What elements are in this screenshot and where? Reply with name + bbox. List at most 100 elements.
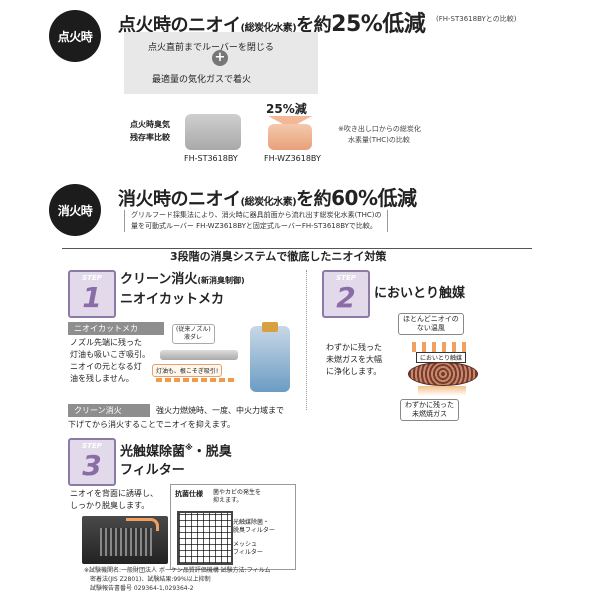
plus-icon: + xyxy=(212,50,228,66)
filter-label-2: メッシュ フィルター xyxy=(233,541,263,557)
extinguish-title-mid: を約 xyxy=(296,189,332,210)
filter-label-1: 光触媒除菌・ 脱臭フィルター xyxy=(233,519,275,535)
nozzle-label-1: (従来ノズル) xyxy=(176,326,211,333)
catalyst-top-bubble: ほとんどニオイの ない温風 xyxy=(398,313,464,335)
system-header-rule xyxy=(62,248,532,249)
antibac-desc: 菌やカビの発生を 抑えます。 xyxy=(213,489,261,505)
new-model-bar xyxy=(268,124,312,150)
ratio-label: 点火時臭気 残存率比較 xyxy=(130,118,170,144)
old-model-bar xyxy=(185,114,241,150)
step3-title-2: フィルター xyxy=(120,463,185,479)
nozzle-label-2: 液ダレ xyxy=(184,334,203,341)
step1-tag-clean: クリーン消火 xyxy=(68,404,150,417)
odor-arrow-icon xyxy=(126,518,159,531)
ignition-title-mid: を約 xyxy=(296,15,332,36)
step1-title: クリーン消火(新消臭制御) ニオイカットメカ xyxy=(120,270,245,309)
antibac-tag: 抗菌仕様 xyxy=(175,490,203,498)
warm-air-arrows-icon xyxy=(412,342,472,352)
heater-image xyxy=(82,516,168,564)
catalyst-mesh-icon xyxy=(408,362,478,386)
ratio-label-line2: 残存率比較 xyxy=(130,133,170,142)
filter-label-1b: 脱臭フィルター xyxy=(233,527,275,534)
step2-desc-3: に浄化します。 xyxy=(326,367,382,376)
new-model-name: FH-WZ3618BY xyxy=(264,154,321,163)
ignition-footnote: ※吹き出し口からの総炭化 水素量(THC)の比較 xyxy=(338,124,421,146)
ignition-method-line2: 最適量の気化ガスで着火 xyxy=(152,75,252,85)
step1-desc-4: 油を残しません。 xyxy=(70,374,134,383)
catalyst-bottom-bubble-1: わずかに残った xyxy=(405,401,454,409)
tank-icon xyxy=(250,326,290,392)
ignition-title-small: (総炭化水素) xyxy=(240,23,297,34)
antibac-desc-2: 抑えます。 xyxy=(213,497,243,504)
ignition-title: 点火時のニオイ(総炭化水素)を約25%低減 xyxy=(118,6,426,38)
flame-icon xyxy=(418,386,466,396)
filter-label-2a: メッシュ xyxy=(233,541,258,548)
step1-badge: STEP 1 xyxy=(68,270,116,318)
catalyst-bottom-bubble-2: 未燃焼ガス xyxy=(412,410,447,418)
step1-label: STEP xyxy=(82,274,102,282)
filter-panel: 抗菌仕様 菌やカビの発生を 抑えます。 光触媒除菌・ 脱臭フィルター メッシュ … xyxy=(170,484,296,570)
step1-title-2: ニオイカットメカ xyxy=(120,292,225,307)
step1-tag-nioi: ニオイカットメカ xyxy=(68,322,164,335)
step3-desc-1: ニオイを背面に誘導し、 xyxy=(70,489,158,498)
column-divider xyxy=(306,270,307,410)
heater-grille-icon xyxy=(100,528,152,556)
extinguish-title-pre: 消火時のニオイ xyxy=(118,189,241,210)
step2-label: STEP xyxy=(336,274,356,282)
ratio-label-line1: 点火時臭気 xyxy=(130,120,170,129)
step3-label: STEP xyxy=(82,442,102,450)
step2-number: 2 xyxy=(336,281,356,314)
step1-desc-3: ニオイの元となる灯 xyxy=(70,362,142,371)
filter-grid-icon xyxy=(177,511,233,565)
system-header: 3段階の消臭システムで徹底したニオイ対策 xyxy=(170,250,387,263)
step3-title: 光触媒除菌※・脱臭 フィルター xyxy=(120,438,232,480)
nozzle-diagram: (従来ノズル) 液ダレ 灯油も、根こそぎ吸引! xyxy=(152,322,298,398)
ignition-method-box: 点火直前までルーバーを閉じる + 最適量の気化ガスで着火 xyxy=(124,32,318,94)
step2-desc-1: わずかに残った xyxy=(326,343,382,352)
step3-title-1-post: ・脱臭 xyxy=(192,444,232,460)
step1-title-1-small: (新消臭制御) xyxy=(197,276,245,285)
antibac-desc-1: 菌やカビの発生を xyxy=(213,489,262,496)
ignition-badge: 点火時 xyxy=(49,10,101,62)
extinguish-title-big: 60%低減 xyxy=(331,186,417,210)
nozzle-tube xyxy=(160,350,238,360)
catalyst-bottom-bubble: わずかに残った 未燃焼ガス xyxy=(400,399,459,421)
test-footnote: ※試験機関名:一般財団法人 ボーケン品質評価機構 試験方法:フィルム 密着法(J… xyxy=(84,566,270,593)
extinguish-note: グリルフード採集法により、消火時に器具前面から流れ出す総炭化水素(THC)の 量… xyxy=(124,210,389,232)
extinguish-badge-text: 消火時 xyxy=(57,203,93,218)
suction-label: 灯油も、根こそぎ吸引! xyxy=(152,364,223,377)
step3-title-sup: ※ xyxy=(185,443,193,452)
extinguish-note-2: 量を可動式ルーバー FH-WZ3618BYと固定式ルーバーFH-ST3618BY… xyxy=(131,222,377,230)
step1-desc-2: 灯油も吸いこぎ吸引。 xyxy=(70,350,150,359)
step1-number: 1 xyxy=(82,281,102,314)
step3-desc: ニオイを背面に誘導し、 しっかり脱臭します。 xyxy=(70,488,158,512)
ignition-title-big: 25%低減 xyxy=(331,12,426,37)
extinguish-note-1: グリルフード採集法により、消火時に器具前面から流れ出す総炭化水素(THC)の xyxy=(131,211,382,219)
step3-desc-2: しっかり脱臭します。 xyxy=(70,501,150,510)
step2-badge: STEP 2 xyxy=(322,270,370,318)
step1-desc2-1: 強火力燃焼時、一度、中火力域まで xyxy=(156,406,284,415)
catalyst-top-bubble-1: ほとんどニオイの xyxy=(403,315,459,323)
test-footnote-3: 試験報告書番号 029364-1,029364-2 xyxy=(90,585,194,592)
step2-desc-2: 未燃ガスを大幅 xyxy=(326,355,382,364)
test-footnote-1: ※試験機関名:一般財団法人 ボーケン品質評価機構 試験方法:フィルム xyxy=(84,567,271,574)
extinguish-title: 消火時のニオイ(総炭化水素)を約60%低減 xyxy=(118,182,417,211)
ignition-method-line1: 点火直前までルーバーを閉じる xyxy=(148,43,274,53)
ignition-title-pre: 点火時のニオイ xyxy=(118,15,241,36)
reduction-label: 25%減 xyxy=(266,102,307,116)
step2-desc: わずかに残った 未燃ガスを大幅 に浄化します。 xyxy=(326,342,382,378)
extinguish-title-small: (総炭化水素) xyxy=(240,197,297,208)
step1-desc: ノズル先端に残った 灯油も吸いこぎ吸引。 ニオイの元となる灯 油を残しません。 xyxy=(70,337,150,385)
filter-label-1a: 光触媒除菌・ xyxy=(233,519,270,526)
step3-badge: STEP 3 xyxy=(68,438,116,486)
ignition-footnote-1: ※吹き出し口からの総炭化 xyxy=(338,125,421,133)
plus-icon-glyph: + xyxy=(214,50,226,65)
ignition-compare-note: (FH-ST3618BYとの比較) xyxy=(436,15,517,23)
ignition-footnote-2: 水素量(THC)の比較 xyxy=(348,136,410,144)
tank-cap-icon xyxy=(262,322,278,332)
filter-label-2b: フィルター xyxy=(233,549,263,556)
step3-title-1: 光触媒除菌 xyxy=(120,444,186,460)
old-model-name: FH-ST3618BY xyxy=(184,154,238,163)
step1-desc2-2: 下げてから消火することでニオイを抑えます。 xyxy=(68,420,235,429)
test-footnote-2: 密着法(JIS Z2801)、試験結果:99%以上抑制 xyxy=(90,576,211,583)
